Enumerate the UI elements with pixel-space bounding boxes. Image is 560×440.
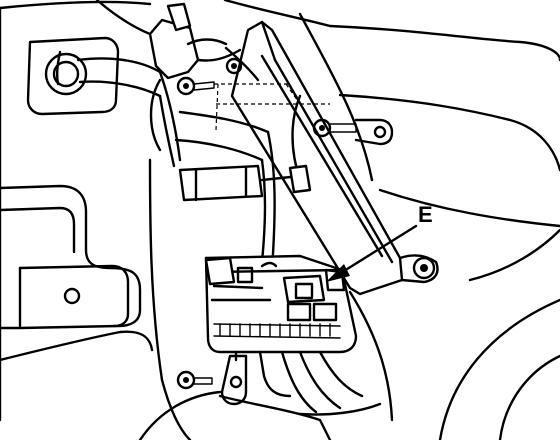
mounting-plate <box>225 20 439 296</box>
grommet-bracket <box>26 36 120 116</box>
bolt-lower <box>176 354 248 406</box>
bolt-right <box>312 118 394 146</box>
grommet-cable <box>76 57 162 98</box>
inline-connector <box>178 164 312 202</box>
wiring-harness <box>149 46 302 272</box>
lower-harness <box>218 350 382 440</box>
side-bracket <box>0 184 142 330</box>
callout-e: E <box>326 202 433 282</box>
callout-e-label: E <box>418 202 433 227</box>
hidden-lines <box>214 83 330 131</box>
upper-connector <box>148 2 242 80</box>
bolt-upper <box>176 76 215 96</box>
